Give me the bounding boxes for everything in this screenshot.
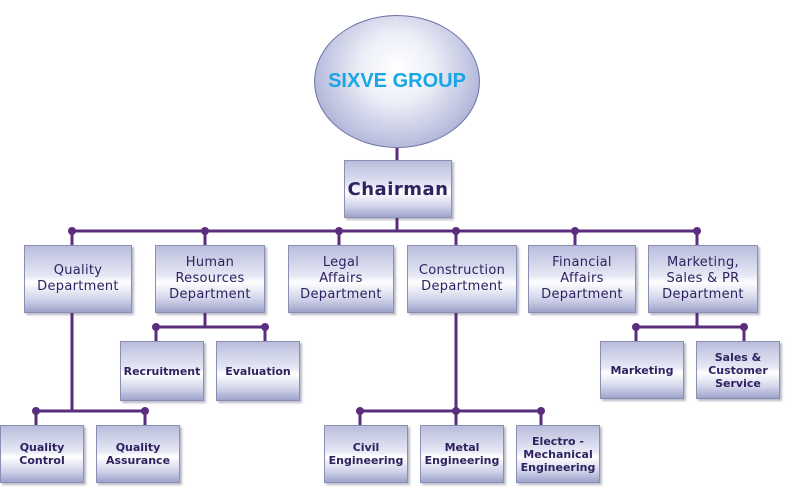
unit-sales-label: Sales & Customer Service: [708, 350, 768, 390]
unit-marketing-label: Marketing: [610, 363, 674, 377]
dept-human-resources: Human Resources Department: [155, 245, 265, 313]
dept-financial: Financial Affairs Department: [528, 245, 636, 313]
unit-civil-engineering: Civil Engineering: [324, 425, 408, 483]
dept-hr-label: Human Resources Department: [169, 255, 251, 302]
unit-sales-customer-service: Sales & Customer Service: [696, 341, 780, 399]
unit-metal-label: Metal Engineering: [424, 441, 500, 467]
unit-recruitment-label: Recruitment: [123, 364, 201, 378]
dept-construction: Construction Department: [407, 245, 517, 313]
chairman-label: Chairman: [347, 178, 449, 200]
group-title: SIXVE GROUP: [328, 70, 466, 92]
unit-metal-engineering: Metal Engineering: [420, 425, 504, 483]
chairman-node: Chairman: [344, 160, 452, 218]
unit-evaluation: Evaluation: [216, 341, 300, 401]
dept-quality-label: Quality Department: [37, 263, 119, 294]
unit-quality-control: Quality Control: [0, 425, 84, 483]
dept-marketing-label: Marketing, Sales & PR Department: [662, 255, 744, 302]
unit-qc-label: Quality Control: [19, 441, 65, 467]
dept-marketing: Marketing, Sales & PR Department: [648, 245, 758, 313]
dept-quality: Quality Department: [24, 245, 132, 313]
dept-financial-label: Financial Affairs Department: [541, 255, 623, 302]
unit-electro-mechanical-engineering: Electro - Mechanical Engineering: [516, 425, 600, 483]
unit-evaluation-label: Evaluation: [225, 364, 291, 378]
unit-qa-label: Quality Assurance: [105, 441, 171, 467]
unit-marketing: Marketing: [600, 341, 684, 399]
unit-recruitment: Recruitment: [120, 341, 204, 401]
group-node: SIXVE GROUP: [314, 15, 480, 148]
dept-legal: Legal Affairs Department: [288, 245, 394, 313]
dept-legal-label: Legal Affairs Department: [300, 255, 382, 302]
unit-quality-assurance: Quality Assurance: [96, 425, 180, 483]
unit-civil-label: Civil Engineering: [328, 441, 404, 467]
dept-construction-label: Construction Department: [418, 263, 506, 294]
unit-electro-label: Electro - Mechanical Engineering: [520, 434, 596, 474]
